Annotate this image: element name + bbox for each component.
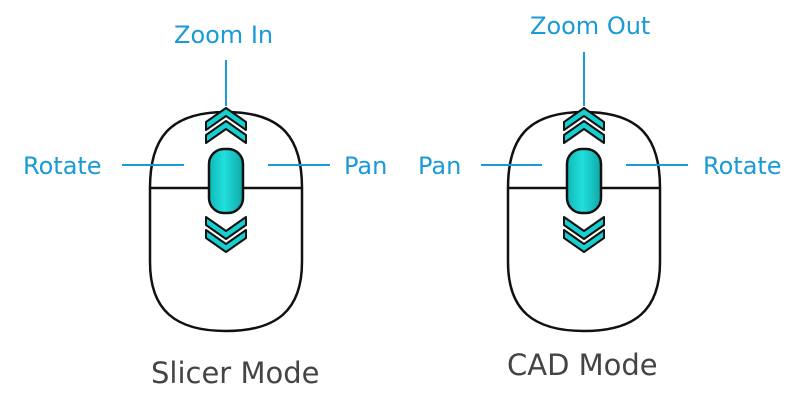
cad-mode-label: CAD Mode [507,348,658,382]
cad-pan-label: Pan [418,152,462,180]
scroll-wheel-icon [565,147,603,215]
double-chevron-up-icon [205,107,247,144]
mouse-icon [506,110,662,333]
cad-mouse-group [481,52,688,333]
double-chevron-down-icon [563,216,605,253]
mouse-icon [148,110,304,333]
double-chevron-down-icon [205,216,247,253]
slicer-rotate-label: Rotate [23,152,102,180]
cad-zoom-out-label: Zoom Out [530,12,651,40]
scroll-wheel-icon [207,147,245,215]
slicer-mode-label: Slicer Mode [151,356,320,390]
slicer-mouse-group [122,60,330,333]
double-chevron-up-icon [563,107,605,144]
slicer-pan-label: Pan [344,152,388,180]
slicer-zoom-in-label: Zoom In [174,21,274,49]
cad-rotate-label: Rotate [703,152,782,180]
